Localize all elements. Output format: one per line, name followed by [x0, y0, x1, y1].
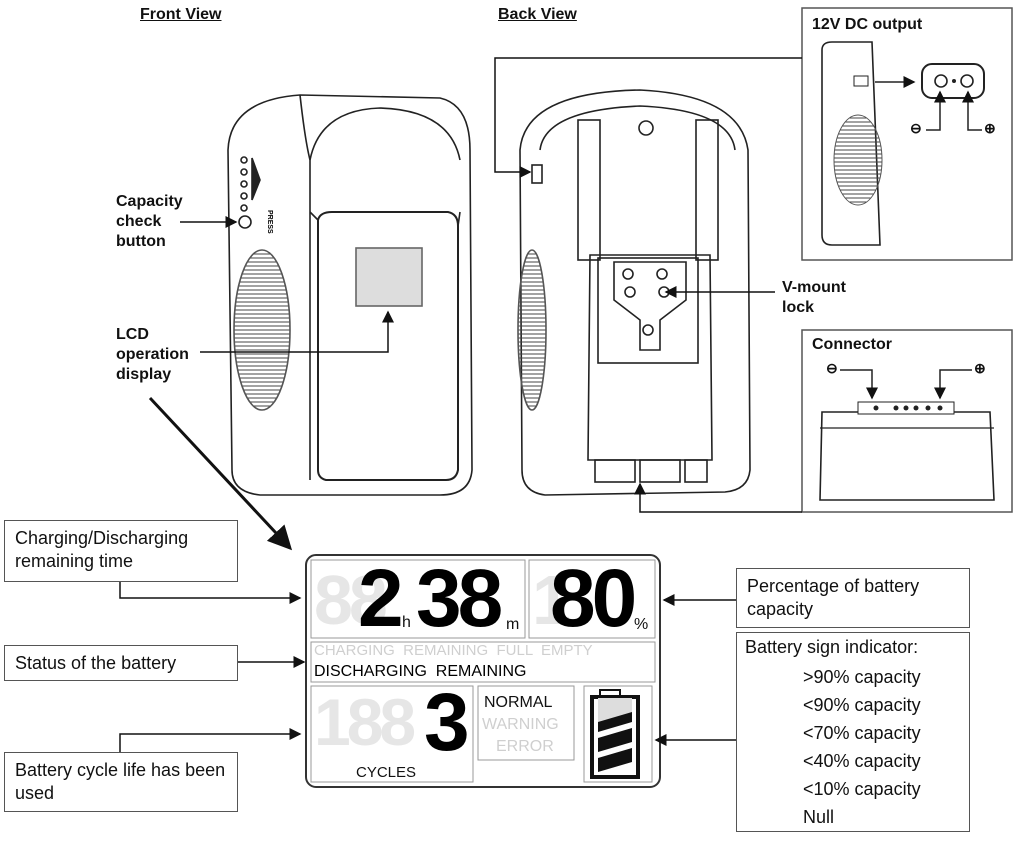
- lcd-ghost-segments: 88: [314, 561, 388, 639]
- lcd-percent-unit: %: [634, 616, 649, 633]
- lcd-percent-ghost: 1: [532, 561, 571, 639]
- connector-plus-symbol: ⊕: [974, 360, 986, 376]
- remaining-time-callout: Charging/Discharging remaining time: [4, 520, 238, 582]
- legend-label: <10% capacity: [803, 779, 921, 799]
- legend-label: Null: [803, 807, 835, 827]
- dc-plus-symbol: ⊕: [984, 120, 996, 136]
- dc-minus-symbol: ⊖: [910, 120, 922, 136]
- connector-minus-symbol: ⊖: [826, 360, 838, 376]
- legend-title: Battery sign indicator:: [745, 637, 919, 657]
- lcd-panel: [305, 554, 661, 788]
- lcd-battery-bar: [598, 748, 632, 772]
- capacity-check-button-label: Capacity check button: [116, 193, 183, 250]
- lcd-percent-digits: 80: [550, 553, 637, 644]
- lcd-cycles-digit: 3: [424, 677, 470, 768]
- connector-title: Connector: [812, 336, 892, 353]
- lcd-battery-bars: [598, 698, 632, 772]
- front-view-heading: Front View: [140, 6, 222, 23]
- lcd-hours-digit: 2: [358, 553, 404, 644]
- lcd-leader-lines: [119, 582, 736, 752]
- leader-lines: [148, 57, 802, 551]
- v-mount-lock-label: V-mount lock: [782, 279, 846, 316]
- percentage-callout: Percentage of battery capacity: [736, 568, 970, 628]
- lcd-state-normal: NORMAL: [484, 694, 553, 711]
- lcd-battery-bar: [598, 728, 632, 752]
- lcd-state-error: ERROR: [496, 738, 554, 755]
- cycle-life-callout: Battery cycle life has been used: [4, 752, 238, 812]
- back-view-heading: Back View: [498, 6, 577, 23]
- dc-output-inset: [801, 7, 1013, 261]
- lcd-operation-display-label: LCD operation display: [116, 326, 189, 383]
- lcd-cycles-ghost: 188: [314, 685, 416, 759]
- legend-label: <70% capacity: [803, 723, 921, 743]
- lcd-battery-bar-empty: [598, 698, 632, 722]
- legend-label: >90% capacity: [803, 667, 921, 687]
- back-view-battery: [517, 89, 751, 496]
- lcd-minute-unit: m: [506, 616, 520, 633]
- dc-output-title: 12V DC output: [812, 16, 923, 33]
- lcd-status-inactive: CHARGING REMAINING FULL EMPTY: [314, 642, 593, 659]
- press-text: PRESS: [266, 210, 273, 234]
- lcd-state-warning: WARNING: [482, 716, 559, 733]
- legend-label: <90% capacity: [803, 695, 921, 715]
- lcd-hour-unit: h: [402, 614, 411, 631]
- front-view-battery: [227, 94, 473, 496]
- lcd-minutes-digits: 38: [416, 553, 503, 644]
- lcd-cycles-label: CYCLES: [356, 764, 417, 781]
- legend-label: <40% capacity: [803, 751, 921, 771]
- battery-status-callout: Status of the battery: [4, 645, 238, 681]
- lcd-status-active: DISCHARGING REMAINING: [314, 663, 527, 680]
- battery-sign-legend: Battery sign indicator: >90% capacity <9…: [736, 632, 970, 832]
- connector-inset: [801, 329, 1013, 513]
